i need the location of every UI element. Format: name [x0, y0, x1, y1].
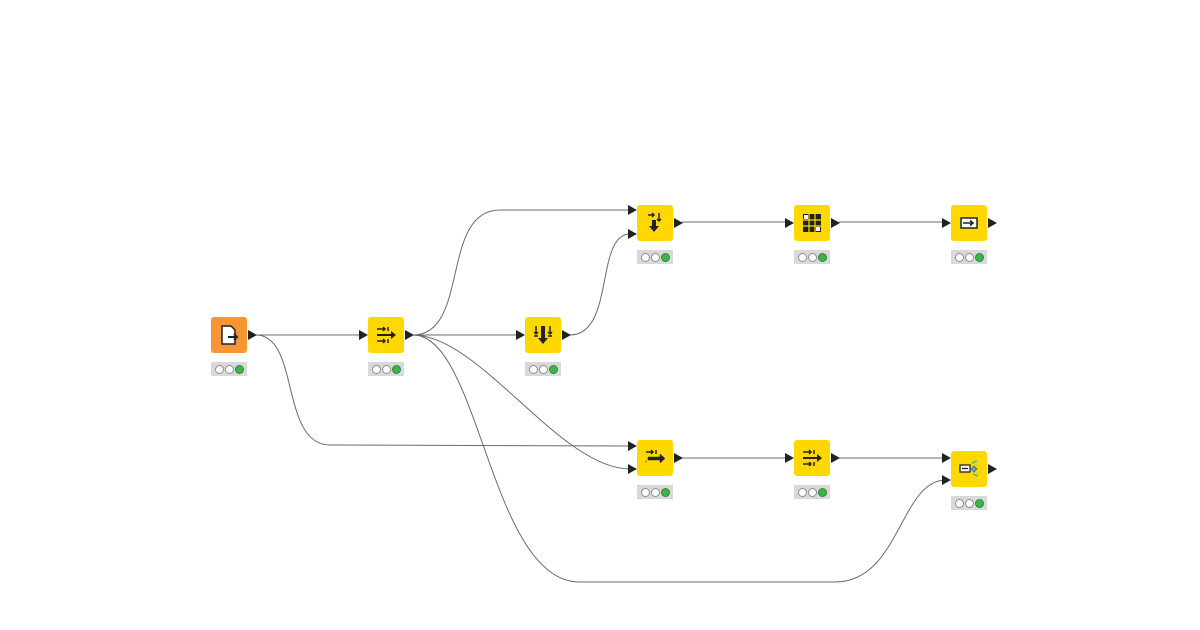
input-port[interactable]: [359, 330, 368, 340]
status-light-red: [214, 364, 224, 374]
input-port[interactable]: [516, 330, 525, 340]
status-light-green: [974, 252, 984, 262]
output-port[interactable]: [674, 453, 683, 463]
output-port[interactable]: [674, 218, 683, 228]
input-port-top[interactable]: [628, 205, 637, 215]
status-light-red: [954, 498, 964, 508]
column-filter-icon: [377, 326, 396, 344]
status-light-yellow: [224, 364, 234, 374]
status-light-green: [817, 252, 827, 262]
status-light-yellow: [964, 252, 974, 262]
node-status-indicator: [951, 496, 987, 510]
output-port[interactable]: [831, 453, 840, 463]
string-manipulation-icon: [959, 460, 979, 477]
input-port-bottom[interactable]: [628, 229, 637, 239]
output-port[interactable]: [988, 218, 997, 228]
pivot-table-icon: [803, 214, 821, 232]
node-status-indicator: [637, 485, 673, 499]
status-light-green: [660, 487, 670, 497]
status-light-green: [974, 498, 984, 508]
status-light-green: [660, 252, 670, 262]
status-light-green: [817, 487, 827, 497]
output-port[interactable]: [562, 330, 571, 340]
node-status-indicator: [368, 362, 404, 376]
status-light-red: [371, 364, 381, 374]
status-light-red: [797, 252, 807, 262]
column-filter-icon: [803, 449, 822, 467]
node-status-indicator: [637, 250, 673, 264]
input-port-top[interactable]: [942, 453, 951, 463]
input-port[interactable]: [942, 218, 951, 228]
status-light-yellow: [650, 487, 660, 497]
connection-edge: [255, 334, 631, 447]
status-light-yellow: [807, 487, 817, 497]
output-port[interactable]: [831, 218, 840, 228]
table-output-icon: [960, 217, 978, 229]
input-port[interactable]: [785, 453, 794, 463]
input-port-top[interactable]: [628, 441, 637, 451]
connection-edge: [412, 334, 631, 470]
node-status-indicator: [794, 250, 830, 264]
row-sorter-icon: [533, 326, 553, 344]
node-status-indicator: [794, 485, 830, 499]
status-light-green: [391, 364, 401, 374]
input-port-bottom[interactable]: [628, 464, 637, 474]
status-light-green: [234, 364, 244, 374]
input-port-bottom[interactable]: [942, 475, 951, 485]
node-status-indicator: [525, 362, 561, 376]
status-light-red: [954, 252, 964, 262]
status-light-yellow: [650, 252, 660, 262]
status-light-yellow: [538, 364, 548, 374]
output-port[interactable]: [405, 330, 414, 340]
output-port[interactable]: [248, 330, 257, 340]
column-append-icon: [645, 449, 666, 464]
node-status-indicator: [951, 250, 987, 264]
status-light-red: [640, 487, 650, 497]
status-light-red: [797, 487, 807, 497]
status-light-green: [548, 364, 558, 374]
joiner-icon: [648, 212, 662, 232]
output-port[interactable]: [988, 464, 997, 474]
status-light-yellow: [807, 252, 817, 262]
connection-edge: [412, 209, 630, 336]
status-light-red: [528, 364, 538, 374]
status-light-yellow: [381, 364, 391, 374]
input-port[interactable]: [785, 218, 794, 228]
file-reader-icon: [221, 325, 239, 345]
status-light-yellow: [964, 498, 974, 508]
status-light-red: [640, 252, 650, 262]
connection-edge: [569, 233, 631, 336]
node-status-indicator: [211, 362, 247, 376]
connection-edge: [412, 334, 947, 583]
